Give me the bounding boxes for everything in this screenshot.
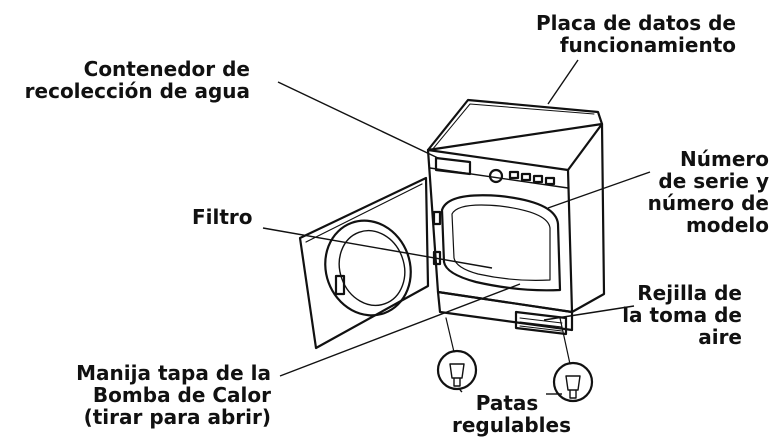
- leader-rejilla: [543, 305, 635, 321]
- label-patas-regulables: Patas regulables: [452, 391, 571, 437]
- air-intake-grille: [514, 310, 568, 336]
- label-filtro: Filtro: [192, 205, 253, 229]
- water-container: [434, 156, 472, 176]
- leader-placa: [547, 59, 579, 105]
- dryer-top: [426, 98, 604, 152]
- leader-contenedor: [277, 81, 439, 159]
- adjustable-foot-left: [436, 349, 478, 391]
- door-opening: [440, 194, 562, 292]
- leader-filtro: [262, 227, 493, 269]
- label-placa-datos: Placa de datos de funcionamiento: [535, 11, 736, 57]
- leader-manija: [279, 283, 521, 377]
- heat-pump-cover: [436, 290, 574, 332]
- label-numero-serie: Número de serie y número de modelo: [647, 147, 769, 237]
- leader-patas-left: [459, 389, 463, 393]
- open-door: [298, 176, 430, 350]
- door-window: [324, 219, 412, 317]
- leader-numero: [547, 171, 651, 209]
- adjustable-foot-right: [552, 361, 594, 403]
- dryer-side: [566, 122, 606, 314]
- program-dial: [488, 168, 504, 184]
- label-contenedor-agua: Contenedor de recolección de agua: [24, 57, 250, 103]
- label-rejilla-aire: Rejilla de la toma de aire: [622, 281, 742, 349]
- label-manija-bomba: Manija tapa de la Bomba de Calor (tirar …: [76, 361, 271, 429]
